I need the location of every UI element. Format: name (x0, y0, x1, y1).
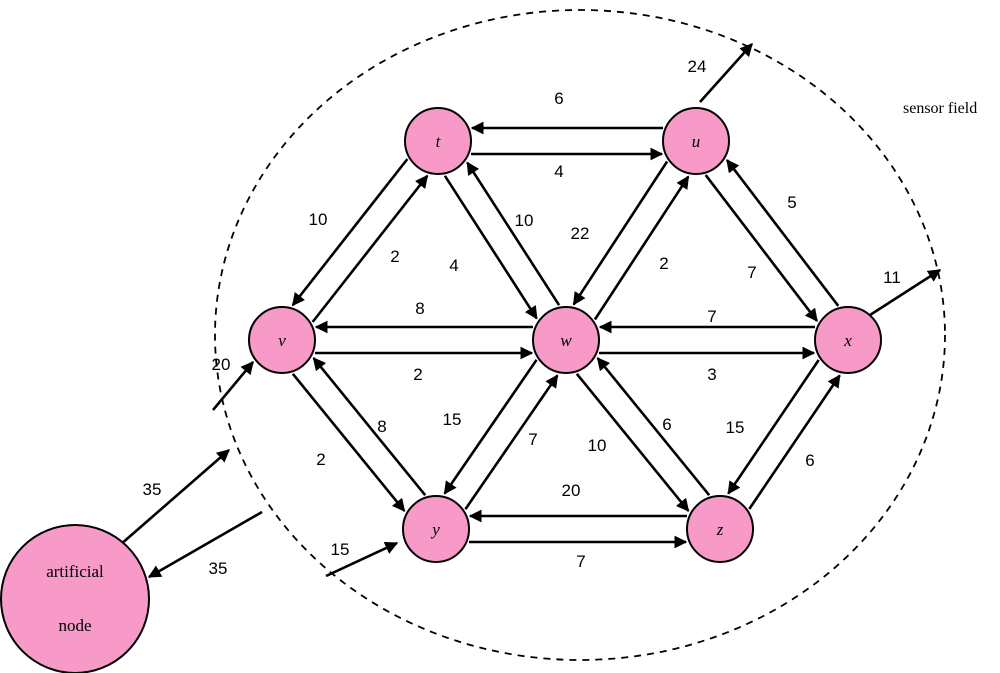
edge-w-to-u (593, 175, 690, 321)
node-label-u: u (692, 132, 701, 151)
edge-weight-v-to-y: 8 (377, 417, 386, 436)
edge-weight-z-to-y: 7 (576, 552, 585, 571)
sensor-field-boundary (214, 9, 946, 661)
node-circle-t (404, 107, 472, 175)
node-art: artificial node (0, 524, 150, 673)
boundary-edge-weight-art-in: 35 (209, 559, 228, 578)
edge-weight-y-to-w: 15 (443, 410, 462, 429)
boundary-edge-art-out (119, 449, 230, 546)
edge-weight-t-to-v: 2 (390, 247, 399, 266)
edge-w-to-y (443, 359, 538, 495)
node-u: u (662, 107, 730, 175)
boundary-edge-weight-in-y: 15 (331, 540, 350, 559)
boundary-edge-weight-art-out: 35 (143, 480, 162, 499)
edge-weight-v-to-w: 8 (415, 299, 424, 318)
edge-weight-v-to-t: 10 (309, 210, 328, 229)
artificial-node-label-line1: artificial (46, 562, 104, 581)
edge-weight-z-to-w: 10 (588, 436, 607, 455)
edge-weight-z-to-x: 15 (726, 418, 745, 437)
edge-weight-w-to-t: 4 (449, 256, 458, 275)
nodes-layer: t u v w x y z artificial node (0, 107, 882, 673)
edge-weight-u-to-t: 4 (554, 162, 563, 181)
node-circle-v (248, 306, 316, 374)
edge-weight-y-to-v: 2 (316, 450, 325, 469)
edge-weight-y-to-z: 20 (562, 481, 581, 500)
edge-y-to-w (464, 374, 559, 510)
node-t: t (404, 107, 472, 175)
edge-weight-u-to-x: 5 (787, 193, 796, 212)
node-label-t: t (436, 132, 442, 151)
edge-v-to-y (291, 372, 406, 512)
node-label-x: x (843, 331, 852, 350)
edge-u-to-w (572, 160, 669, 306)
node-x: x (814, 306, 882, 374)
edge-y-to-v (312, 357, 427, 497)
node-circle-art (0, 524, 150, 673)
edge-w-to-z (575, 372, 690, 512)
node-circle-x (814, 306, 882, 374)
edge-z-to-w (596, 357, 711, 497)
node-v: v (248, 306, 316, 374)
node-circle-z (686, 495, 754, 563)
edge-weight-w-to-x: 7 (707, 307, 716, 326)
node-label-y: y (430, 520, 440, 539)
edge-u-to-x (704, 174, 819, 322)
boundary-edge-in-v (212, 361, 254, 411)
edge-weight-w-to-v: 2 (413, 365, 422, 384)
boundary-edge-weight-u-out: 24 (688, 57, 707, 76)
sensor-field-label: sensor field (903, 100, 977, 117)
edge-weight-u-to-w: 2 (659, 254, 668, 273)
node-w: w (532, 306, 600, 374)
edge-w-to-t (466, 161, 561, 306)
edge-t-to-v (291, 158, 409, 307)
edge-weight-w-to-u: 22 (571, 224, 590, 243)
node-circle-u (662, 107, 730, 175)
boundary-edge-in-y (325, 541, 399, 578)
node-z: z (686, 495, 754, 563)
edge-v-to-t (311, 174, 429, 323)
boundary-edge-u-out (699, 43, 753, 103)
edge-weight-x-to-z: 6 (805, 451, 814, 470)
node-circle-w (532, 306, 600, 374)
boundary-edge-weight-in-v: 20 (212, 355, 231, 374)
edge-weight-x-to-u: 7 (747, 263, 756, 282)
boundary-edge-art-in (147, 510, 263, 579)
boundary-edge-weight-x-out: 11 (883, 268, 901, 287)
edge-weight-t-to-w: 10 (515, 211, 534, 230)
edge-t-to-w (443, 175, 538, 320)
edge-weight-w-to-y: 7 (528, 430, 537, 449)
node-y: y (402, 495, 470, 563)
edges-layer (119, 43, 942, 579)
edge-x-to-u (725, 159, 840, 307)
node-circle-y (402, 495, 470, 563)
edge-z-to-x (748, 374, 841, 510)
artificial-node-label-line2: node (58, 616, 91, 635)
node-label-w: w (560, 331, 572, 350)
edge-x-to-z (727, 359, 820, 495)
edge-weight-t-to-u: 6 (554, 89, 563, 108)
node-label-z: z (716, 520, 724, 539)
boundary-edge-x-out (869, 268, 942, 317)
edge-weight-w-to-z: 6 (662, 415, 671, 434)
edge-weight-x-to-w: 3 (707, 365, 716, 384)
node-label-v: v (278, 331, 286, 350)
